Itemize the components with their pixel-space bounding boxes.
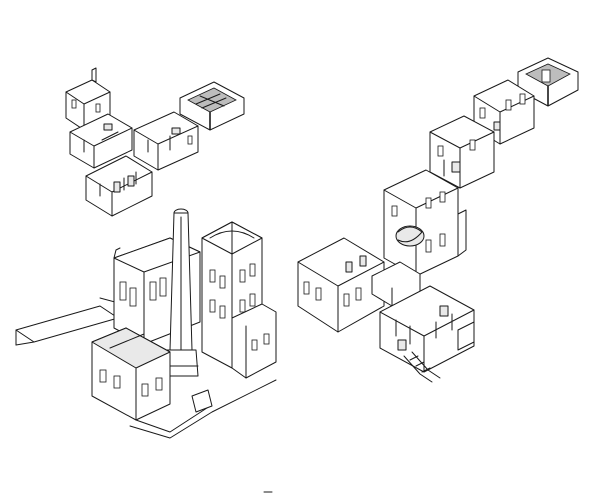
assembled-mill-building-with-chimney [15, 208, 277, 439]
base-plinth [129, 379, 277, 439]
exploded-floor-sections-chain-right [297, 57, 579, 333]
upper-left-middle-wing [133, 111, 199, 171]
right-floor-segment-4-west-block [297, 237, 385, 333]
upper-left-main-floor [69, 113, 133, 169]
cutaway-floor-plan-cluster-upper-left [65, 67, 245, 217]
low-wing-right [231, 303, 277, 379]
front-house [91, 327, 171, 421]
right-floor-segment-3-stair-hall [383, 169, 467, 277]
right-floor-segment-2 [429, 115, 495, 189]
lower-cutaway-floor-right [379, 285, 475, 383]
upper-left-lower-floor [85, 155, 153, 217]
chimney [163, 208, 199, 377]
upper-left-roof-section [179, 81, 245, 131]
